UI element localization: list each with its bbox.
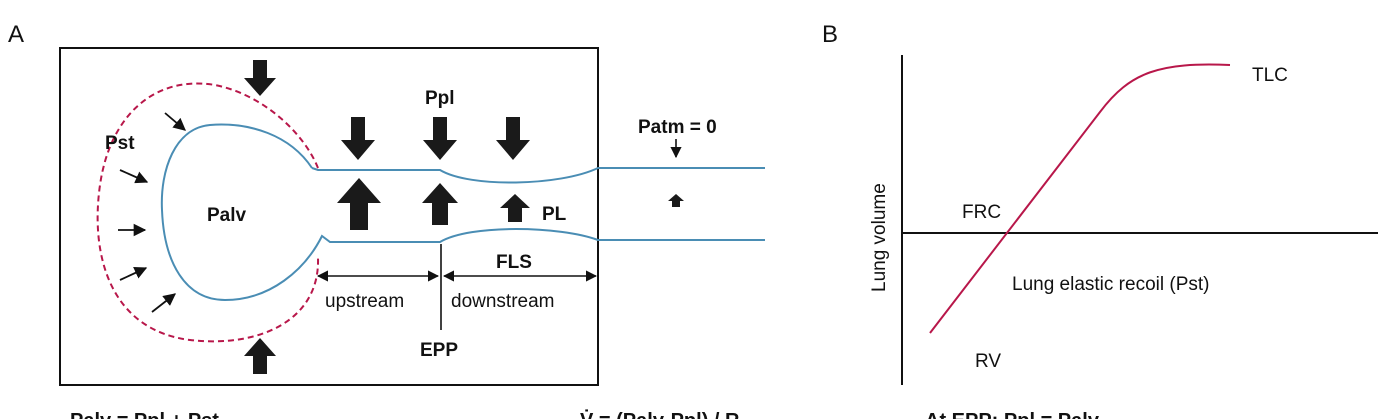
label-downstream: downstream <box>451 291 555 312</box>
label-lung-volume: Lung volume <box>869 183 890 292</box>
pl-arrow-up-1 <box>337 178 381 230</box>
label-frc: FRC <box>962 202 1001 223</box>
footer-equation-right: At EPP: Ppl = Palv <box>925 410 1100 419</box>
label-patm: Patm = 0 <box>638 117 717 138</box>
label-pst: Pst <box>105 133 135 154</box>
label-rv: RV <box>975 351 1001 372</box>
panel-a-frame <box>59 47 599 386</box>
label-pl: PL <box>542 204 567 225</box>
ppl-arrow-top-alveolus <box>244 60 276 96</box>
airway-upper-wall <box>311 167 765 184</box>
pl-arrow-up-3 <box>500 194 530 222</box>
label-upstream: upstream <box>325 291 404 312</box>
alveolus-airway-lower <box>160 123 765 302</box>
label-palv: Palv <box>207 205 247 226</box>
footer-equation-middle: V̇ = (Palv-Ppl) / R <box>580 408 740 419</box>
label-fls: FLS <box>496 252 532 273</box>
pst-arrow-4 <box>119 267 148 281</box>
pst-arrow-5 <box>151 293 176 313</box>
ppl-arrow-down-3 <box>496 117 530 160</box>
panel-a-letter: A <box>8 21 24 48</box>
pl-arrow-up-2 <box>422 183 458 225</box>
label-epp: EPP <box>420 340 458 361</box>
pst-arrow-1 <box>164 112 186 131</box>
ppl-arrow-bottom-alveolus <box>244 338 276 374</box>
patm-arrow-small <box>668 194 684 207</box>
ppl-arrow-down-2 <box>423 117 457 160</box>
label-ppl: Ppl <box>425 88 455 109</box>
label-lung-elastic-recoil: Lung elastic recoil (Pst) <box>1012 274 1209 295</box>
panel-b-letter: B <box>822 21 838 48</box>
label-tlc: TLC <box>1252 65 1288 86</box>
pressure-volume-curve <box>929 63 1231 334</box>
footer-equation-left: Palv = Ppl + Pst <box>70 410 219 419</box>
pst-arrow-2 <box>119 169 149 184</box>
ppl-arrow-down-1 <box>341 117 375 160</box>
